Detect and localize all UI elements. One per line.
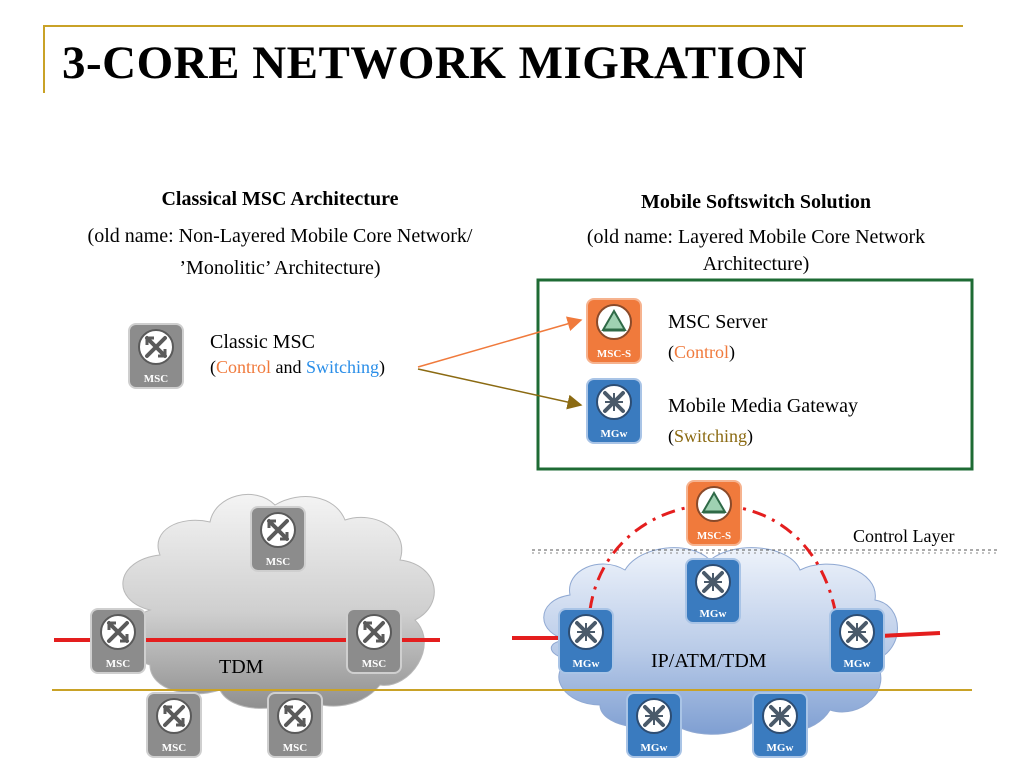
left-subtitle-line2: ’Monolitic’ Architecture) [179, 257, 381, 279]
svg-text:MGw: MGw [601, 428, 628, 440]
page-title: 3-CORE NETWORK MIGRATION [62, 37, 807, 89]
svg-text:MSC: MSC [144, 373, 169, 385]
media-gateway-label: Mobile Media Gateway [668, 395, 858, 417]
switching-text: Switching [306, 357, 380, 377]
ip-cloud-label: IP/ATM/TDM [651, 650, 767, 672]
ip-mgw-right-icon: MGw [829, 608, 885, 674]
tdm-msc-left-icon: MSC [90, 608, 146, 674]
svg-text:MGw: MGw [844, 658, 871, 670]
svg-text:MGw: MGw [767, 742, 794, 754]
classic-msc-detail: (Control and Switching) [210, 357, 386, 377]
msc-server-detail: (Control) [668, 342, 736, 362]
right-heading: Mobile Softswitch Solution [640, 191, 872, 213]
right-subtitle-line1: (old name: Layered Mobile Core Network [586, 226, 926, 248]
svg-text:MSC-S: MSC-S [697, 530, 731, 542]
svg-text:MSC: MSC [266, 556, 291, 568]
tdm-msc-bottom-right-icon: MSC [267, 692, 323, 758]
classic-msc-icon: MSC [128, 323, 184, 389]
ip-mgw-left-icon: MGw [558, 608, 614, 674]
title-rule [43, 25, 963, 27]
control-arrow [417, 316, 583, 368]
svg-text:MSC: MSC [362, 658, 387, 670]
svg-text:MGw: MGw [700, 608, 727, 620]
svg-text:MGw: MGw [573, 658, 600, 670]
media-gateway-icon: MGw [586, 378, 642, 444]
ip-msc-server-icon: MSC-S [686, 480, 742, 546]
tdm-msc-right-icon: MSC [346, 608, 402, 674]
svg-text:MSC-S: MSC-S [597, 348, 631, 360]
title-accent-bar [43, 25, 45, 93]
tdm-msc-top-icon: MSC [250, 506, 306, 572]
left-heading: Classical MSC Architecture [161, 188, 399, 210]
control-layer-label: Control Layer [853, 526, 955, 546]
ip-link-right [879, 631, 941, 638]
svg-text:MSC: MSC [106, 658, 131, 670]
control-text: Control [216, 357, 272, 377]
softswitch-box [536, 278, 974, 471]
bottom-rule [52, 689, 972, 691]
svg-text:MSC: MSC [283, 742, 308, 754]
msc-server-label: MSC Server [668, 311, 768, 333]
svg-text:MSC: MSC [162, 742, 187, 754]
svg-text:MGw: MGw [641, 742, 668, 754]
tdm-cloud-label: TDM [219, 656, 264, 678]
classic-msc-label: Classic MSC [210, 331, 316, 353]
ip-mgw-top-icon: MGw [685, 558, 741, 624]
left-subtitle-line1: (old name: Non-Layered Mobile Core Netwo… [87, 225, 473, 247]
media-gateway-detail: (Switching) [668, 426, 754, 446]
right-subtitle-line2: Architecture) [702, 253, 810, 275]
control-arc [588, 503, 837, 611]
ip-mgw-bottom-right-icon: MGw [752, 692, 808, 758]
tdm-msc-bottom-left-icon: MSC [146, 692, 202, 758]
switching-arrow [417, 368, 583, 410]
msc-server-icon: MSC-S [586, 298, 642, 364]
ip-mgw-bottom-left-icon: MGw [626, 692, 682, 758]
